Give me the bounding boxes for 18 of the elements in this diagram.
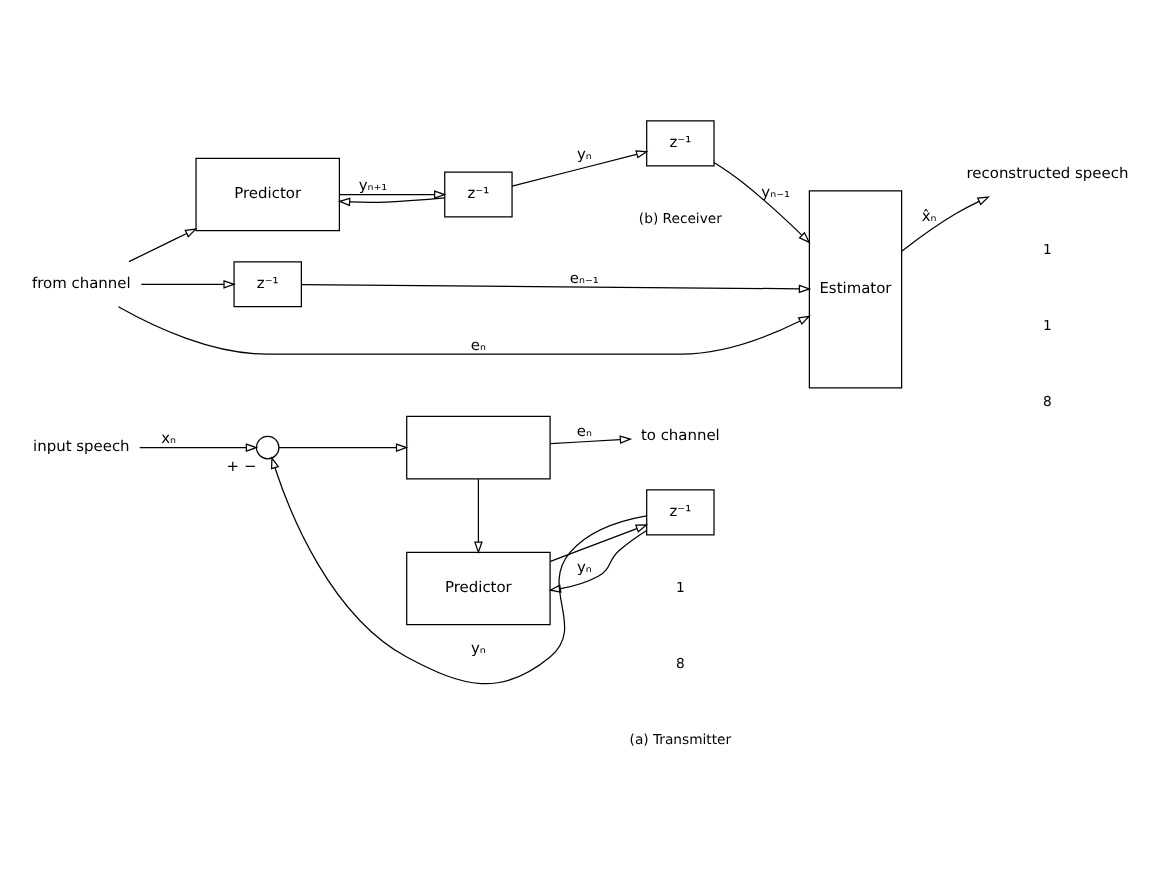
arrow xyxy=(278,443,409,452)
arrow xyxy=(549,435,633,445)
arrow xyxy=(338,190,447,199)
arrow xyxy=(128,228,198,263)
node-circle xyxy=(255,435,280,460)
arrow xyxy=(139,443,259,452)
arrow xyxy=(117,306,811,355)
arrow xyxy=(511,150,649,187)
arrow xyxy=(548,529,648,593)
arrow xyxy=(549,524,649,563)
arrow xyxy=(301,283,812,294)
arrow xyxy=(901,196,990,252)
arrow xyxy=(337,197,446,207)
arrow xyxy=(474,478,483,555)
arrow xyxy=(270,456,648,685)
node-box xyxy=(406,415,551,480)
arrow xyxy=(713,161,811,244)
arrow xyxy=(140,279,236,289)
